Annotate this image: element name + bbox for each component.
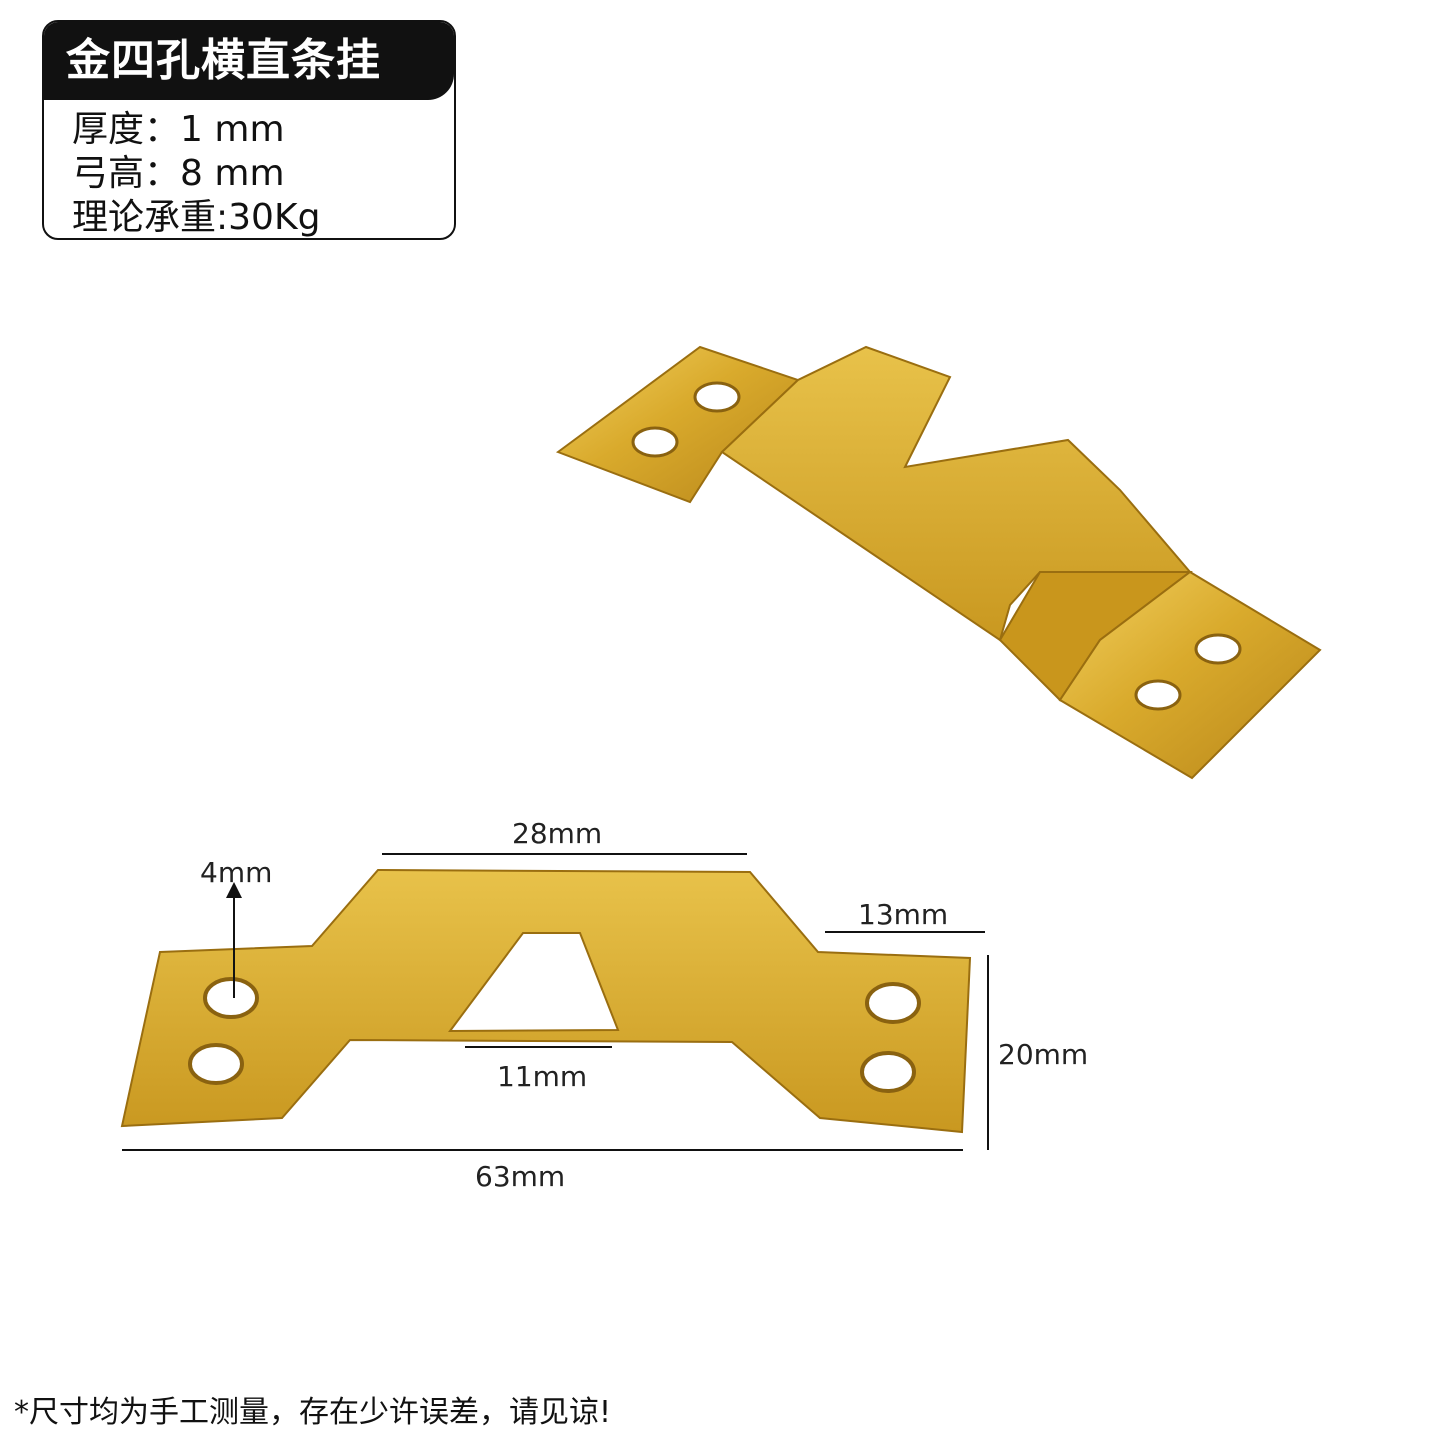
spec-value-thickness: 1 mm	[180, 109, 285, 150]
dimension-label-flange-width: 13mm	[858, 898, 948, 931]
screw-hole	[693, 381, 741, 413]
spec-list: 厚度：1 mm 弓高：8 mm 理论承重:30Kg	[44, 100, 454, 238]
spec-value-arch-height: 8 mm	[180, 153, 285, 194]
hanger-front-view: 28mm 4mm 13mm 20mm 11mm 63mm	[120, 817, 1088, 1193]
spec-value-load: 30Kg	[228, 197, 321, 238]
hanger-right-tab	[1058, 570, 1322, 780]
dimension-label-total-length: 63mm	[475, 1160, 565, 1193]
dimension-label-hole-edge: 4mm	[200, 856, 272, 889]
spec-label-load: 理论承重	[72, 197, 217, 238]
screw-hole	[865, 982, 921, 1024]
dimension-label-height: 20mm	[998, 1038, 1088, 1071]
spec-card: 金四孔横直条挂 厚度：1 mm 弓高：8 mm 理论承重:30Kg	[42, 20, 456, 240]
screw-hole	[1194, 633, 1242, 665]
hanger-raised-bridge	[720, 345, 1193, 642]
spec-row-load: 理论承重:30Kg	[72, 197, 321, 238]
spec-label-arch-height: 弓高	[72, 153, 145, 194]
dimension-label-slot-width: 11mm	[497, 1060, 587, 1093]
hanger-perspective-view	[555, 345, 1322, 780]
hanger-center-notch	[447, 932, 620, 1033]
screw-hole	[860, 1051, 916, 1093]
spec-label-thickness: 厚度	[72, 109, 145, 150]
spec-row-thickness: 厚度：1 mm	[72, 109, 285, 150]
measurement-footnote: *尺寸均为手工测量，存在少许误差，请见谅!	[14, 1395, 612, 1430]
screw-hole	[1134, 679, 1182, 711]
spec-row-arch-height: 弓高：8 mm	[72, 153, 285, 194]
dimension-label-top-width: 28mm	[512, 817, 602, 850]
screw-hole	[631, 426, 679, 458]
screw-hole	[188, 1043, 244, 1085]
product-title: 金四孔横直条挂	[44, 22, 454, 100]
screw-hole	[203, 977, 259, 1019]
